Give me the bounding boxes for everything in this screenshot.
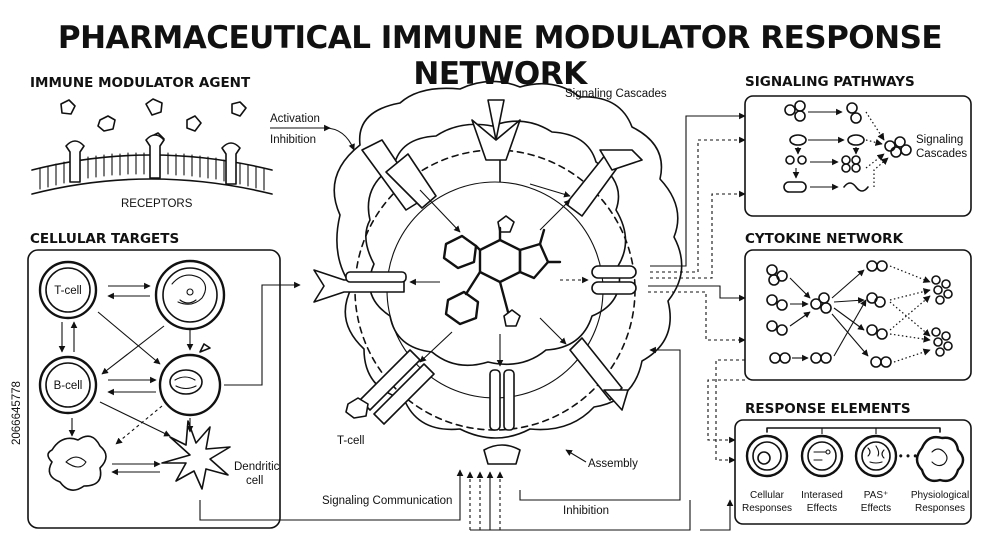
stock-id-watermark: 2066645778 (11, 381, 23, 445)
pathway-arrows (792, 108, 889, 191)
activation-label: Activation (270, 113, 320, 125)
dendritic-cell (161, 420, 231, 490)
response-4-line1: Physiological (911, 490, 969, 501)
response-3-line2: Effects (861, 503, 891, 514)
membrane-receptor-top (471, 99, 521, 182)
dendritic-label-1: Dendritic (234, 461, 280, 473)
cell-interaction-arrows (58, 281, 301, 476)
response-elements-box (734, 419, 972, 525)
dendritic-label-2: cell (246, 475, 263, 487)
cellular-targets-box (27, 249, 281, 529)
response-item-pas: PAS⁺ Effects (854, 434, 898, 514)
pathways-signaling-label: Signaling (916, 134, 963, 146)
membrane-receptor-left (313, 269, 407, 303)
inhibition-label-top: Inhibition (270, 134, 316, 146)
t-cell: T-cell (38, 260, 98, 320)
signaling-pathways-heading: SIGNALING PATHWAYS (745, 74, 915, 90)
b-cell-label: B-cell (54, 380, 83, 392)
ellipsis-dots: • • • (899, 451, 917, 463)
membrane-receptors (65, 134, 241, 185)
membrane-receptor-top-left (361, 139, 437, 211)
membrane-receptor-right (591, 265, 637, 295)
receptors-label: RECEPTORS (121, 198, 193, 210)
assembly-label: Assembly (588, 458, 638, 470)
t-cell-center-label: T-cell (337, 435, 364, 447)
cytokine-network-heading: CYTOKINE NETWORK (745, 231, 904, 247)
immune-agent-panel: IMMUNE MODULATOR AGENT RECEPTORS Activat… (30, 75, 355, 210)
t-cell-label: T-cell (54, 285, 81, 297)
right-connectors (648, 112, 746, 464)
plasma-cell (158, 343, 222, 417)
response-1-line1: Cellular (750, 490, 785, 501)
cellular-targets-heading: CELLULAR TARGETS (30, 231, 179, 247)
response-elements-panel: RESPONSE ELEMENTS Cellular Responses Int… (734, 401, 972, 525)
signaling-communication-label: Signaling Communication (322, 495, 452, 507)
cytokine-arrows (789, 265, 931, 363)
pathway-nodes (783, 100, 912, 193)
membrane-receptor-bottom (483, 369, 521, 465)
response-3-line1: PAS⁺ (864, 490, 889, 501)
response-2-line2: Effects (807, 503, 837, 514)
b-cell: B-cell (38, 355, 98, 415)
central-drug-molecule (442, 215, 562, 327)
macrophage-amoeboid (47, 435, 107, 491)
membrane-receptor-bottom-right (569, 337, 629, 411)
signaling-pathways-panel: SIGNALING PATHWAYS (744, 74, 972, 217)
macrophage-cell (154, 259, 226, 331)
response-item-increased: Interased Effects (800, 434, 844, 514)
membrane-receptor-right-top (565, 149, 643, 217)
response-item-cellular: Cellular Responses (742, 434, 792, 514)
inhibition-bottom-label: Inhibition (563, 505, 609, 517)
response-4-line2: Responses (915, 503, 965, 514)
response-2-line1: Interased (801, 490, 843, 501)
central-cell-diagram: Signaling Cascades T-cell Assembly (313, 80, 683, 470)
pathways-cascades-label: Cascades (916, 148, 967, 160)
signaling-cascades-top-label: Signaling Cascades (565, 88, 667, 100)
bottom-connectors: Signaling Communication Inhibition (199, 346, 734, 531)
page-title: PHARMACEUTICAL IMMUNE MODULATOR RESPONSE… (57, 20, 943, 92)
signaling-pathways-box (744, 95, 972, 217)
cytokine-network-panel: CYTOKINE NETWORK (744, 231, 972, 381)
response-elements-heading: RESPONSE ELEMENTS (745, 401, 911, 417)
internal-flow-arrows (409, 183, 589, 367)
inhibition-arrow (324, 127, 355, 151)
response-item-physiological: Physiological Responses (911, 435, 969, 514)
immune-agent-heading: IMMUNE MODULATOR AGENT (30, 75, 251, 91)
cellular-targets-panel: CELLULAR TARGETS T-cell B-cell (27, 231, 301, 529)
response-1-line2: Responses (742, 503, 792, 514)
cytokine-nodes (766, 260, 953, 368)
cytokine-network-box (744, 249, 972, 381)
